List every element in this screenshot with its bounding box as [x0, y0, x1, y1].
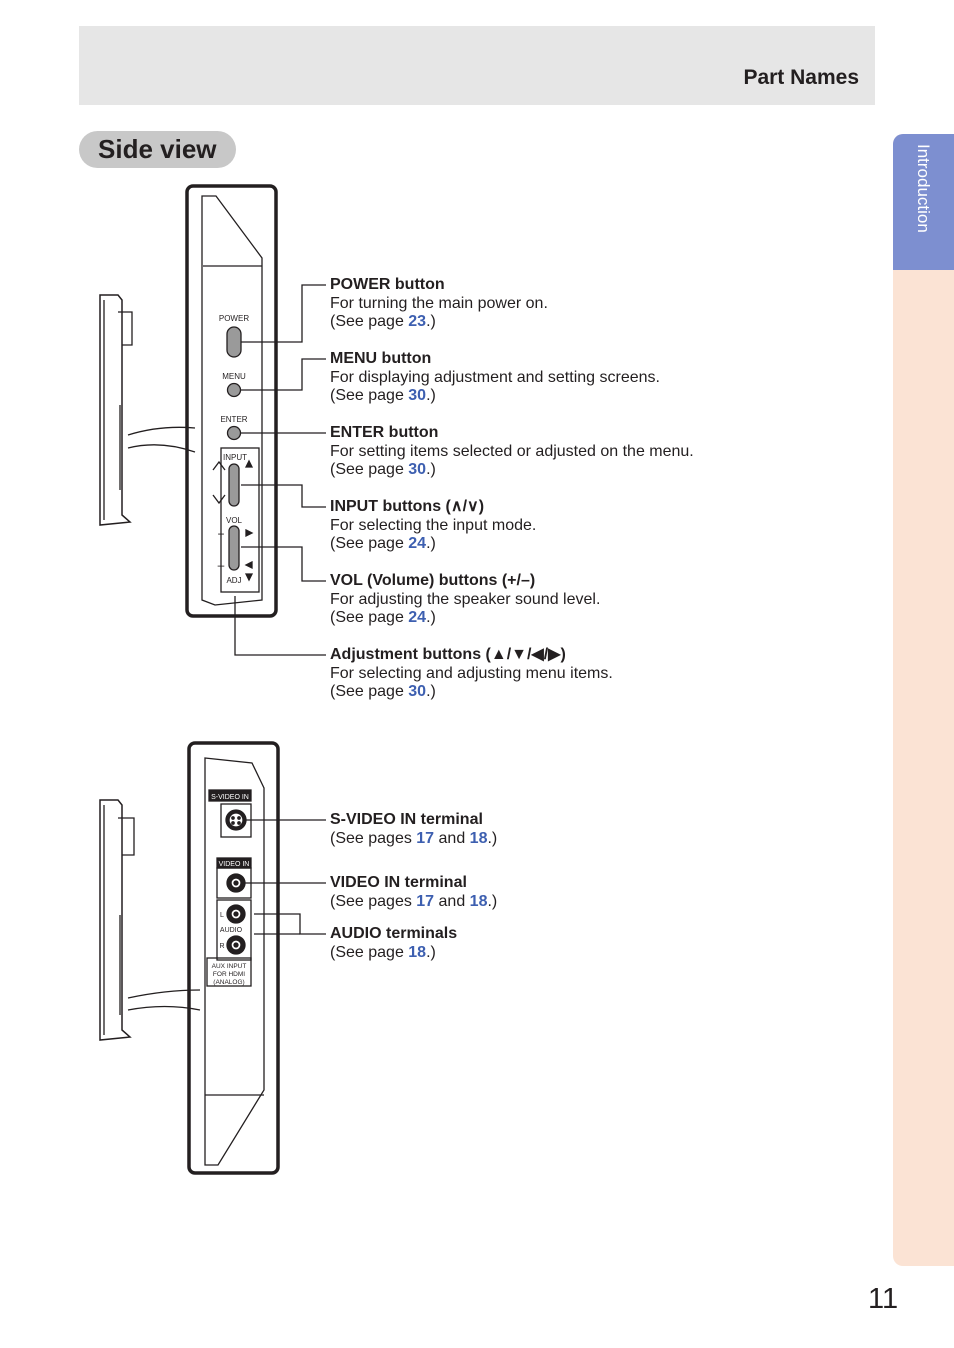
callout-desc: For displaying adjustment and setting sc… — [330, 368, 660, 386]
video-jack-shape — [216, 857, 252, 899]
callout-s-video: S-VIDEO IN terminal (See pages 17 and 18… — [330, 811, 498, 847]
audio-jacks-shape — [206, 899, 252, 987]
side-tab-background — [893, 134, 954, 1266]
callout-title: POWER button — [330, 276, 445, 293]
page-number: 11 — [868, 1283, 899, 1315]
callout-title: S-VIDEO IN terminal — [330, 811, 483, 828]
callout-title: AUDIO terminals — [330, 925, 458, 942]
side-tab-introduction[interactable]: Introduction — [893, 134, 954, 270]
callout-enter: ENTER button For setting items selected … — [330, 424, 694, 478]
input-rocker-shape — [212, 459, 254, 507]
section-heading-pill: Side view — [79, 131, 236, 168]
panel-label-video: VIDEO IN — [219, 861, 250, 868]
callout-desc: For selecting and adjusting menu items. — [330, 664, 613, 682]
page-link[interactable]: 23 — [408, 313, 427, 330]
tv-side-panel-bottom — [187, 741, 280, 1175]
enter-button-shape — [226, 425, 242, 441]
panel-label-vol: VOL — [226, 516, 243, 525]
page-link[interactable]: 18 — [469, 829, 488, 847]
page-link[interactable]: 17 — [416, 829, 435, 847]
leader-lines-bottom — [245, 819, 326, 935]
callout-title: VIDEO IN terminal — [330, 874, 467, 891]
page-link[interactable]: 30 — [408, 387, 427, 404]
page-link[interactable]: 24 — [408, 609, 427, 626]
panel-label-aux-1: AUX INPUT — [212, 963, 247, 970]
panel-label-aux-2: FOR HDMI — [213, 971, 245, 978]
section-title: Part Names — [743, 66, 859, 89]
tv-side-panel-top — [185, 184, 278, 618]
callout-title: Adjustment buttons (▲/▼/◀/▶) — [330, 646, 566, 663]
panel-label-s-video: S-VIDEO IN — [211, 794, 249, 801]
header-bar: Part Names — [79, 26, 875, 105]
callout-desc: For turning the main power on. — [330, 294, 548, 312]
vol-rocker-shape — [228, 525, 254, 582]
callout-desc: For selecting the input mode. — [330, 516, 537, 534]
panel-label-audio: AUDIO — [220, 927, 243, 934]
power-button-shape — [226, 326, 242, 358]
callout-video: VIDEO IN terminal (See pages 17 and 18.) — [330, 874, 498, 910]
page-link[interactable]: 18 — [469, 892, 488, 910]
callout-desc: For adjusting the speaker sound level. — [330, 590, 601, 608]
menu-button-shape — [226, 382, 242, 398]
panel-label-aux-3: (ANALOG) — [213, 979, 244, 986]
s-video-jack-shape — [208, 789, 252, 838]
callout-title: MENU button — [330, 350, 432, 367]
leader-lines-top — [234, 284, 326, 656]
panel-label-enter: ENTER — [220, 415, 247, 424]
callout-desc: For setting items selected or adjusted o… — [330, 442, 694, 460]
panel-label-l: L — [220, 912, 224, 919]
page-link[interactable]: 18 — [408, 943, 427, 961]
section-heading: Side view — [98, 134, 217, 164]
callout-title: ENTER button — [330, 424, 439, 441]
page-link[interactable]: 17 — [416, 892, 435, 910]
page-link[interactable]: 30 — [408, 683, 427, 700]
panel-label-power: POWER — [219, 314, 249, 323]
page-link[interactable]: 24 — [408, 535, 427, 552]
panel-label-plus: + — [217, 527, 224, 541]
callout-title: INPUT buttons (∧/∨) — [330, 498, 485, 515]
callout-input: INPUT buttons (∧/∨) For selecting the in… — [330, 498, 537, 552]
panel-label-input: INPUT — [223, 453, 247, 462]
callout-menu: MENU button For displaying adjustment an… — [330, 350, 660, 404]
panel-label-menu: MENU — [222, 372, 246, 381]
callout-audio: AUDIO terminals (See page 18.) — [330, 925, 458, 961]
callout-title: VOL (Volume) buttons (+/–) — [330, 572, 536, 589]
callout-vol: VOL (Volume) buttons (+/–) For adjusting… — [330, 572, 601, 626]
tv-silhouette-bottom — [99, 799, 201, 1041]
callout-adjustment: Adjustment buttons (▲/▼/◀/▶) For selecti… — [330, 646, 613, 700]
callout-power: POWER button For turning the main power … — [330, 276, 548, 330]
tv-silhouette-top — [99, 294, 196, 526]
panel-label-r: R — [219, 943, 224, 950]
page-link[interactable]: 30 — [408, 461, 427, 478]
panel-label-minus: – — [218, 558, 225, 572]
panel-label-adj: ADJ — [226, 576, 241, 585]
